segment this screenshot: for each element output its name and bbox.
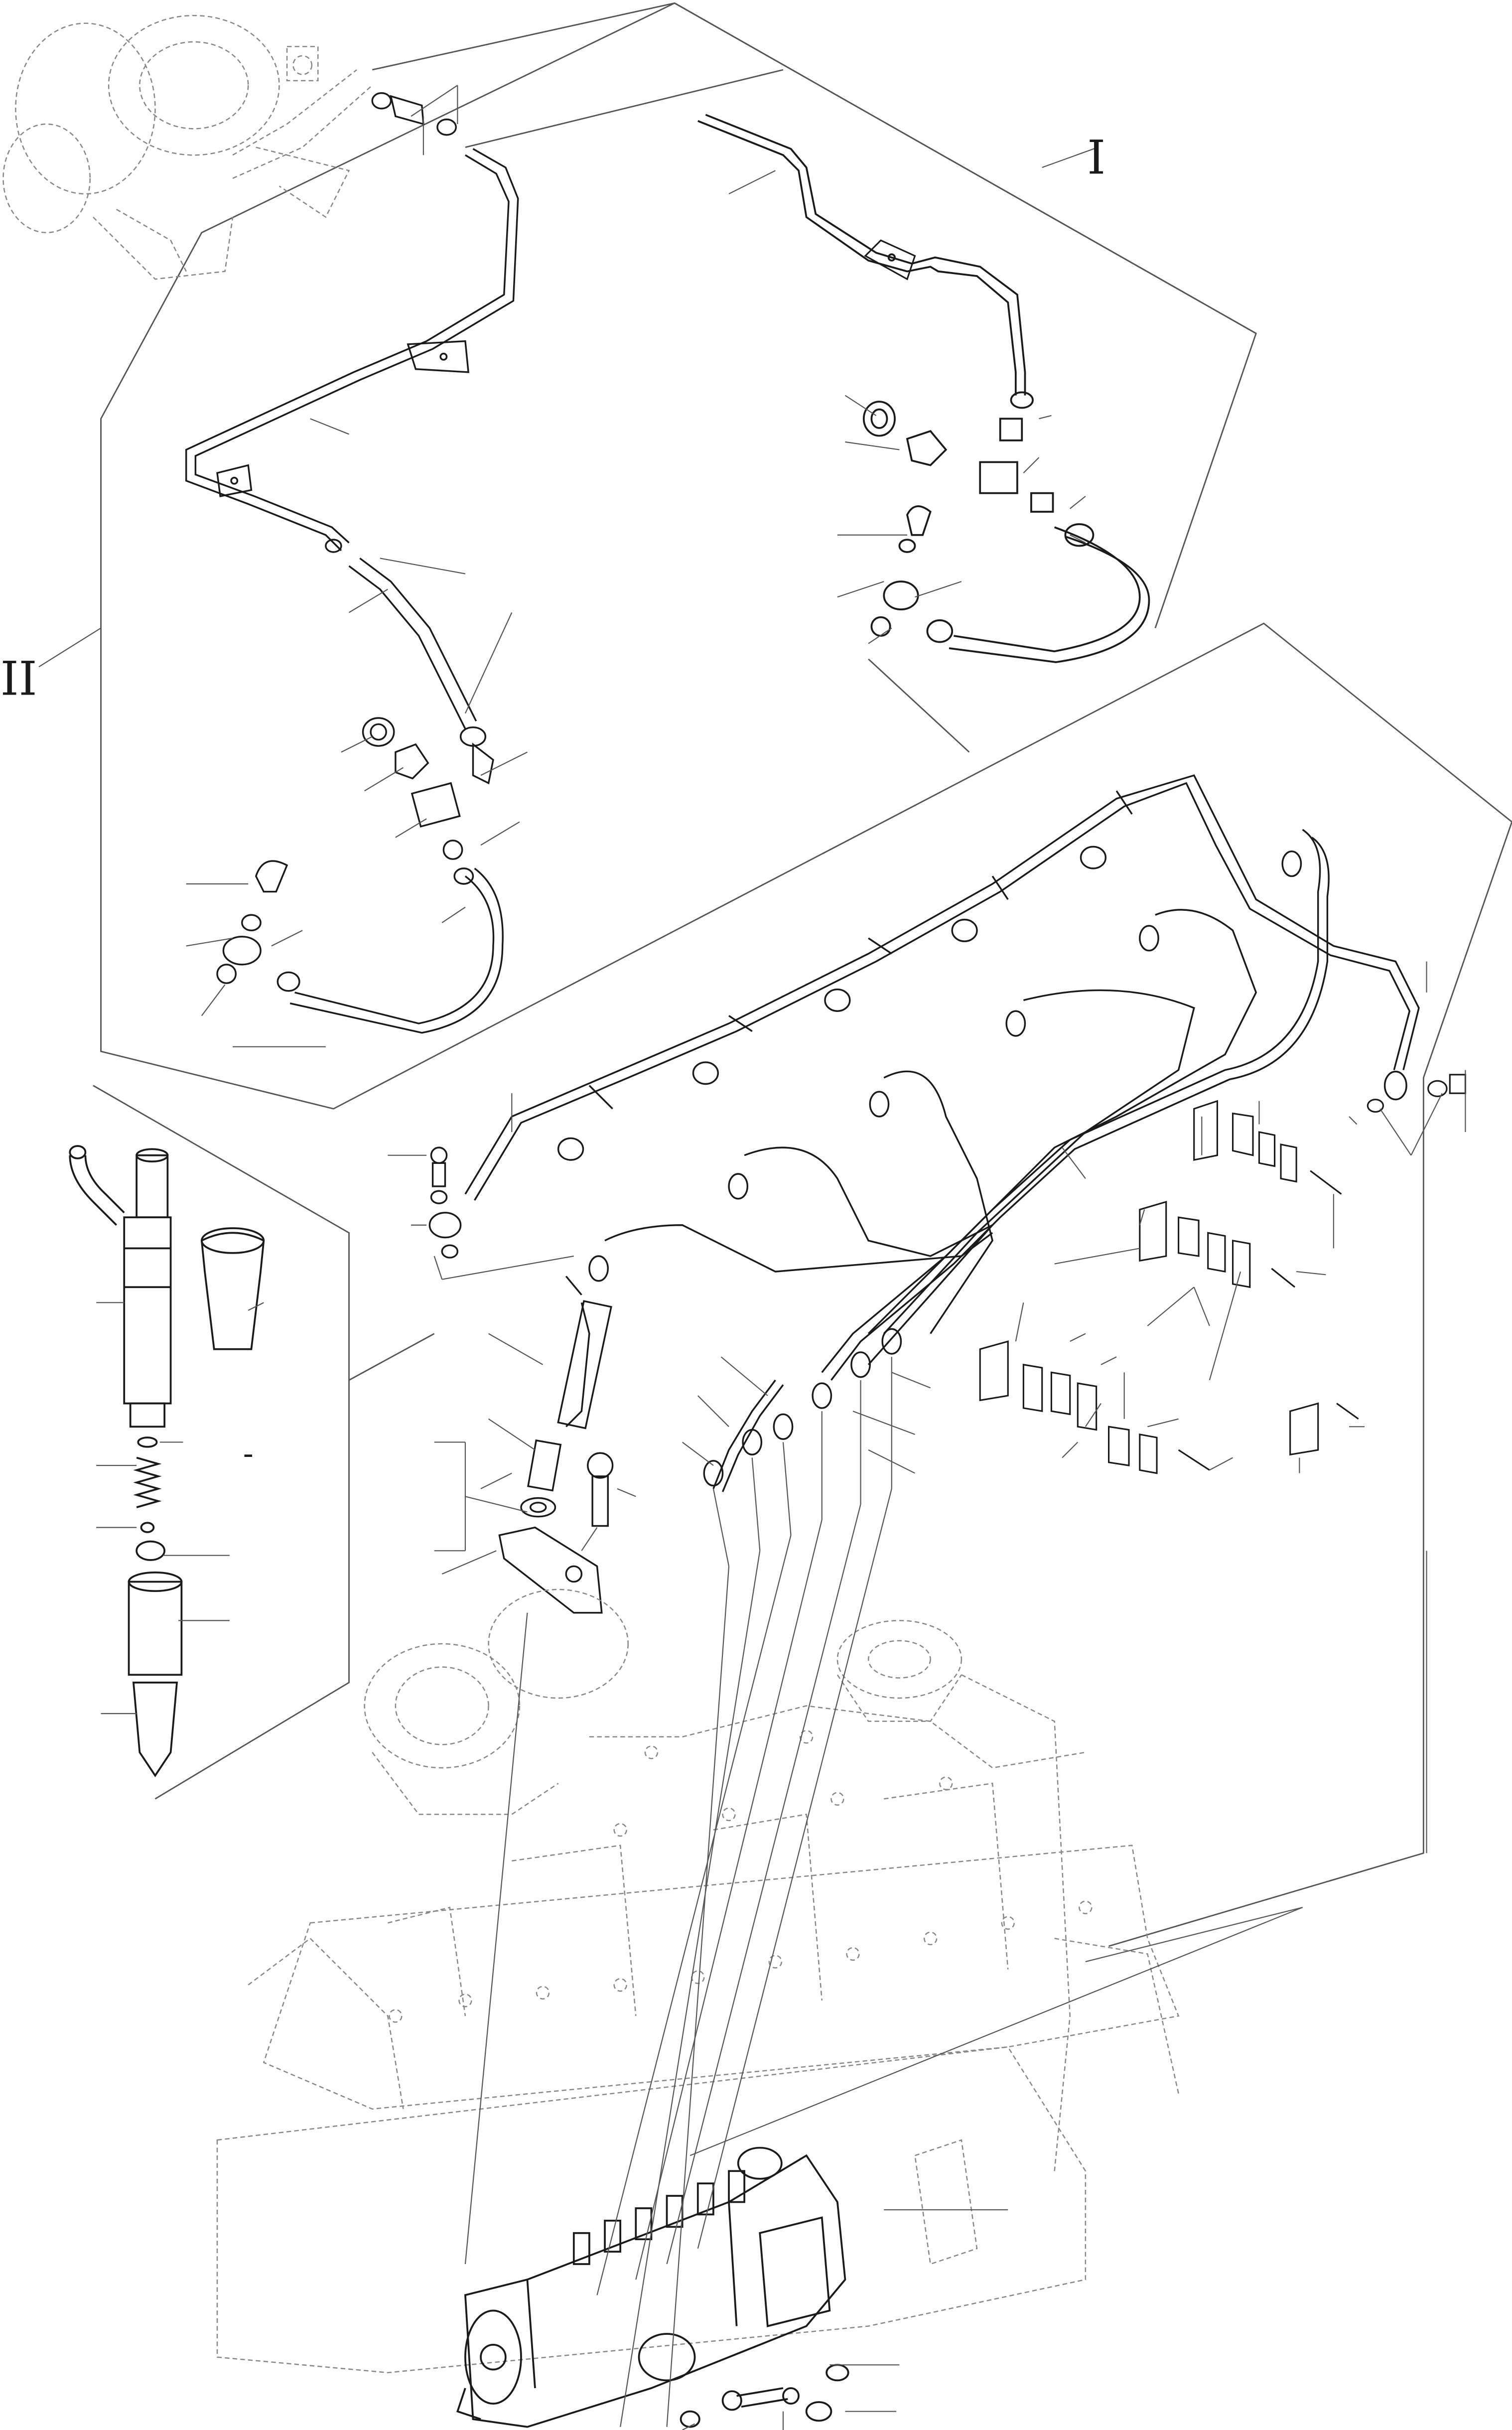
nozzle-holder-parts (428, 1146, 614, 1614)
group-boundaries (93, 2, 1512, 1947)
injector-group-boundary (93, 1085, 350, 1800)
group-one-label: I (1087, 131, 1105, 185)
leader-lines (38, 85, 1466, 2430)
pipe-clamps (979, 1074, 1466, 1474)
turbocharger (2, 14, 373, 280)
group-one-top-fittings (185, 92, 519, 552)
group-two-pipes (216, 539, 504, 1034)
dash-mark: - (243, 1435, 254, 1471)
engine-block (216, 1588, 1180, 2374)
injection-pipes (464, 774, 1420, 1492)
group-one-boundary (372, 2, 1257, 628)
group-two-boundary (100, 2, 1512, 1947)
injection-pump (456, 2146, 849, 2428)
injector-detail (69, 1145, 265, 1777)
group-one-pipes (697, 114, 1150, 663)
group-two-label: II (0, 652, 37, 706)
